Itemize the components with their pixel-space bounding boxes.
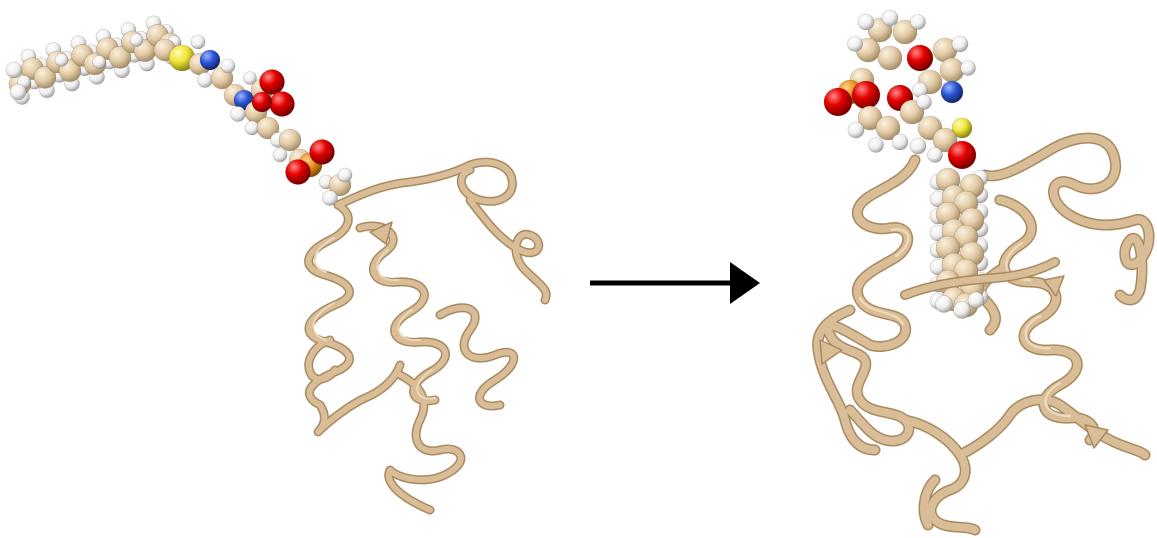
hydrogen-atom [891,133,909,151]
hydrogen-atom [935,295,953,313]
nitrogen-atom [199,49,221,71]
hydrogen-atom [910,14,926,30]
oxygen-atom [851,80,881,110]
hydrogen-atom [857,13,875,31]
hydrogen-atom [9,83,27,101]
oxygen-atom [251,91,273,113]
hydrogen-atom [322,190,338,206]
right-arrow-icon [590,262,760,304]
carbon-atom [939,57,965,83]
oxygen-atom [947,140,977,170]
hydrogen-atom [909,137,927,155]
hydrogen-atom [967,291,985,309]
hydrogen-atom [243,71,257,85]
carbon-atom [875,115,901,141]
hydrogen-atom [337,167,353,183]
oxygen-atom [823,87,853,117]
oxygen-atom [285,159,311,185]
hydrogen-atom [881,9,899,27]
carbon-atom [892,19,918,45]
carbon-atom [256,116,280,140]
carbon-atom [877,45,903,71]
sulfur-atom [951,117,973,139]
hydrogen-atom [230,106,246,122]
oxygen-atom [259,69,285,95]
carbon-atom [932,127,958,153]
hydrogen-atom [92,55,106,69]
lipid-chain-buried [823,9,989,319]
hydrogen-atom [54,53,69,67]
hydrogen-atom [868,137,884,153]
hydrogen-atom [847,121,865,139]
carbon-atom [278,128,302,152]
hydrogen-atom [847,36,863,52]
protein-ribbon-front-segment [900,257,1060,300]
hydrogen-atom [129,33,144,47]
hydrogen-atom [272,147,288,163]
lipid-chain-extended [5,15,353,206]
hydrogen-atom [190,34,206,50]
hydrogen-atom [951,35,969,53]
hydrogen-atom [220,58,236,74]
oxygen-atom [309,139,335,165]
oxygen-atom [269,91,295,117]
carbon-atom [108,46,132,69]
nitrogen-atom [940,80,964,104]
hydrogen-atom [960,60,976,76]
oxygen-atom [906,44,934,72]
protein-ribbon-before [304,157,551,515]
hydrogen-atom [927,147,943,163]
hydrogen-atom [953,301,971,319]
hydrogen-atom [5,61,23,79]
hydrogen-atom [916,94,932,110]
carbon-atom [33,66,57,89]
hydrogen-atom [197,72,213,88]
